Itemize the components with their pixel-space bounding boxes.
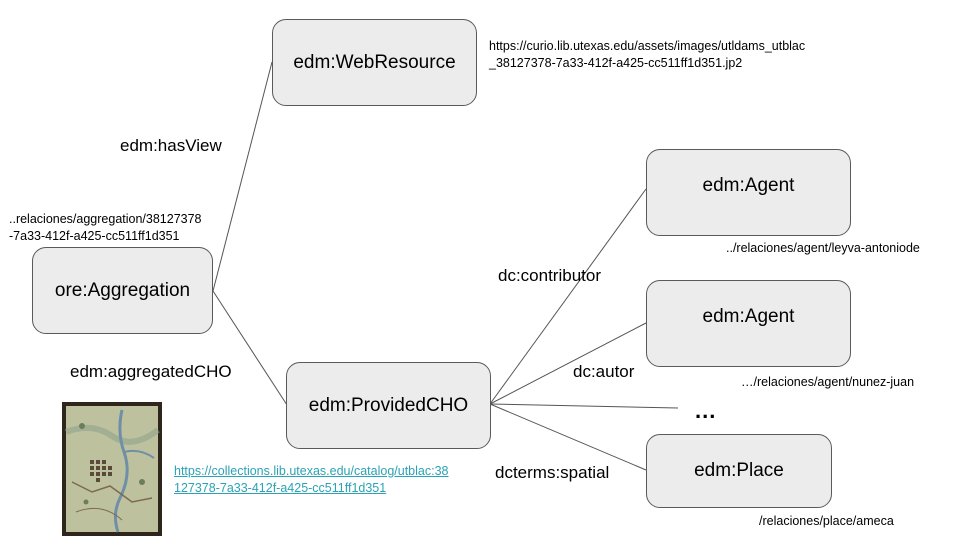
label-contributor: dc:contributor <box>498 266 601 285</box>
more-relations-ellipsis: ... <box>695 398 717 423</box>
label-spatial: dcterms:spatial <box>495 463 610 482</box>
node-aggregation: ore:Aggregation <box>32 247 213 334</box>
edge-autor <box>489 322 647 405</box>
agent-contributor-uri: ../relaciones/agent/leyva-antoniode <box>726 241 920 255</box>
node-agent-contributor: edm:Agent <box>646 149 851 236</box>
node-place: edm:Place <box>646 434 832 508</box>
catalog-link[interactable]: https://collections.lib.utexas.edu/catal… <box>174 464 449 495</box>
node-provided-cho: edm:ProvidedCHO <box>286 362 491 449</box>
edge-has-view <box>212 61 273 292</box>
place-uri: /relaciones/place/ameca <box>759 514 894 528</box>
node-agent-autor: edm:Agent <box>646 280 851 367</box>
edge-ellipsis <box>489 403 679 409</box>
label-autor: dc:autor <box>573 362 635 381</box>
historic-map-image <box>62 402 162 536</box>
edge-aggregated-cho <box>212 290 288 406</box>
edge-spatial <box>489 403 647 471</box>
aggregation-uri: ..relaciones/aggregation/38127378 -7a33-… <box>9 212 202 243</box>
label-aggregated-cho: edm:aggregatedCHO <box>70 362 232 381</box>
node-web-resource: edm:WebResource <box>272 19 477 106</box>
label-has-view: edm:hasView <box>120 136 222 155</box>
edge-contributor <box>489 188 647 405</box>
agent-autor-uri: …/relaciones/agent/nunez-juan <box>741 375 915 389</box>
web-resource-url: https://curio.lib.utexas.edu/assets/imag… <box>489 39 806 70</box>
